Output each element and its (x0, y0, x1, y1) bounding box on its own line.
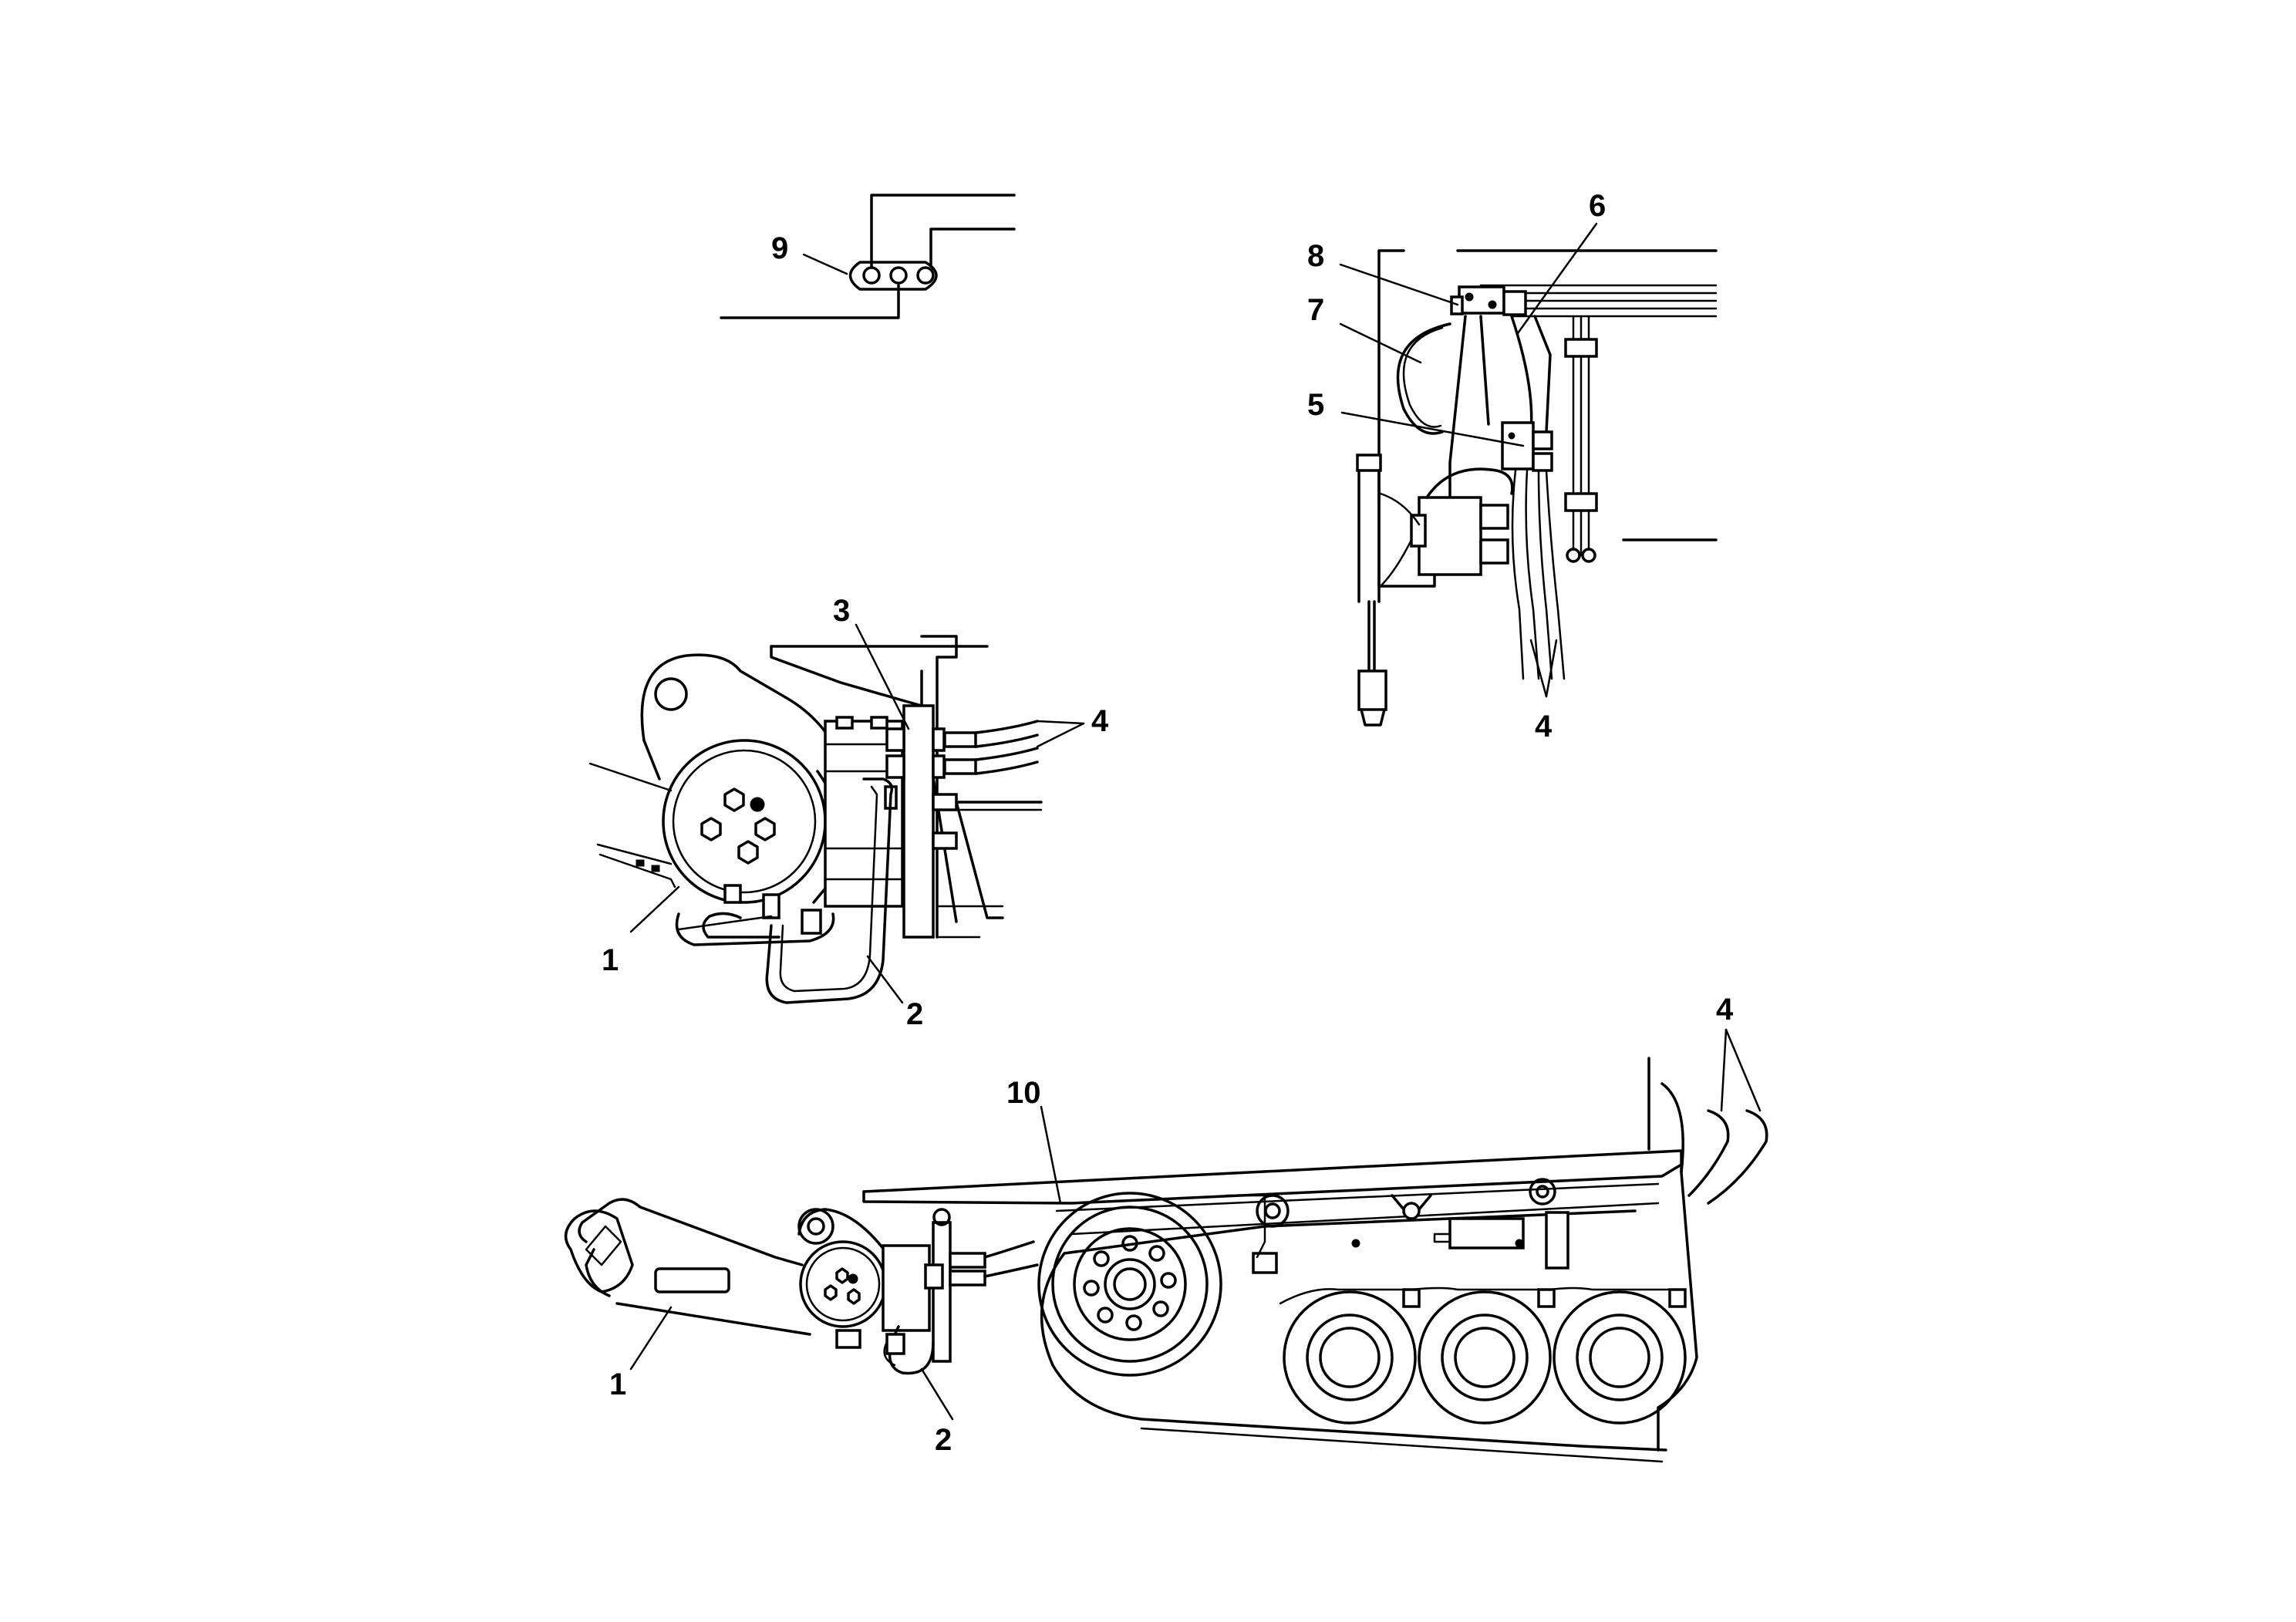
callout-4-bottom: 4 (1716, 993, 1734, 1027)
leader-1-bottom (629, 1306, 673, 1371)
leader-7 (1339, 322, 1422, 364)
callout-6: 6 (1589, 189, 1606, 223)
leader-1-mid (629, 885, 680, 933)
callout-5: 5 (1307, 388, 1324, 422)
detail-block-schematic: 9 (720, 194, 1016, 319)
detail-track-overview: 10 4 1 2 (564, 993, 1768, 1463)
road-wheel-1 (1283, 1290, 1417, 1425)
leader-3 (855, 623, 910, 730)
detail-motor-enlargement: 3 4 1 2 (588, 594, 1109, 1031)
callout-8: 8 (1307, 239, 1324, 273)
callout-3: 3 (833, 594, 850, 628)
leader-5 (1340, 411, 1525, 447)
callout-4-upper-right: 4 (1535, 710, 1553, 744)
callout-10: 10 (1006, 1076, 1041, 1110)
detail-hose-routing: 8 7 6 5 4 (1307, 189, 1718, 744)
leader-10 (1040, 1105, 1062, 1205)
leader-4a (1529, 639, 1548, 698)
callout-2-bottom: 2 (935, 1423, 952, 1457)
leader-4b (1545, 639, 1558, 698)
leader-9 (802, 253, 848, 275)
leader-8 (1339, 263, 1459, 306)
road-wheel-2 (1418, 1290, 1552, 1425)
leader-2-mid (866, 955, 904, 1004)
leader-2-bottom (920, 1367, 954, 1421)
road-wheel-3 (1553, 1290, 1687, 1425)
leader-4d (1036, 722, 1085, 748)
leader-6 (1516, 222, 1598, 335)
leader-4c (1036, 720, 1085, 725)
callout-7: 7 (1307, 293, 1324, 327)
callout-9: 9 (771, 231, 788, 265)
callout-4-mid-left: 4 (1091, 704, 1109, 738)
callout-1-bottom: 1 (609, 1367, 626, 1401)
callout-2-mid: 2 (906, 997, 923, 1031)
callout-1-mid: 1 (602, 943, 619, 977)
